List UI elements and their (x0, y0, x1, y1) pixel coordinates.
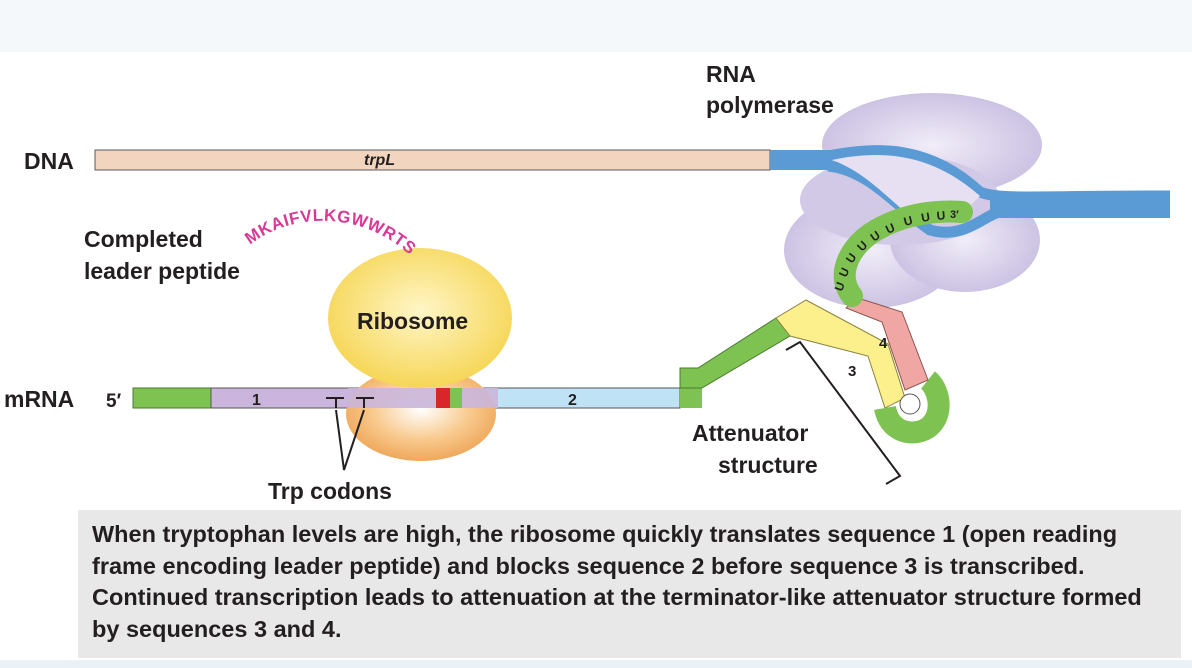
ribosome-label: Ribosome (357, 308, 468, 334)
three-prime-label: 3′ (950, 209, 959, 221)
mrna-5prime-green (132, 387, 212, 409)
u-residue: U (902, 213, 914, 229)
dna-label: DNA (24, 148, 74, 174)
mrna-green-mid (680, 388, 702, 408)
seq3-label: 3 (848, 363, 856, 380)
u-residue: U (920, 210, 931, 225)
mrna-label: mRNA (4, 386, 74, 412)
attenuator-label-1: Attenuator (692, 420, 808, 446)
u-residue: U (936, 208, 946, 223)
dna-blue-segment (770, 150, 832, 170)
dna-right-segment (990, 194, 1170, 218)
dna-trpl-segment (94, 149, 771, 171)
mrna-strand (132, 200, 973, 444)
rna-polymerase-label-2: polymerase (706, 92, 834, 118)
attenuator-loop (874, 371, 950, 444)
completed-peptide-label-1: Completed (84, 226, 203, 252)
attenuator-bracket (785, 340, 902, 485)
seq4-label: 4 (879, 335, 888, 352)
caption-box: When tryptophan levels are high, the rib… (78, 510, 1181, 658)
seq1-label: 1 (252, 392, 261, 409)
caption-text: When tryptophan levels are high, the rib… (92, 521, 1142, 642)
trp-codon-markers (326, 397, 374, 471)
completed-peptide-label-2: leader peptide (84, 258, 240, 284)
bottom-band (0, 660, 1192, 668)
mrna-seq3 (775, 299, 906, 409)
trp-codons-label: Trp codons (268, 478, 392, 504)
mrna-u-tail (833, 200, 973, 307)
ribosome (328, 248, 512, 461)
mrna-diagonal-green (679, 317, 791, 389)
peptide-sequence-path: MKAIFVLKGWWRTS (241, 206, 419, 259)
peptide-sequence: MKAIFVLKGWWRTS (241, 206, 419, 259)
attenuator-label-2: structure (718, 452, 818, 478)
seq2-label: 2 (568, 392, 577, 409)
rna-polymerase-label-1: RNA (706, 61, 756, 87)
top-band (0, 0, 1192, 52)
trpl-label: trpL (364, 152, 395, 169)
five-prime-label: 5′ (106, 391, 122, 412)
ribosome-large-subunit (328, 248, 512, 388)
